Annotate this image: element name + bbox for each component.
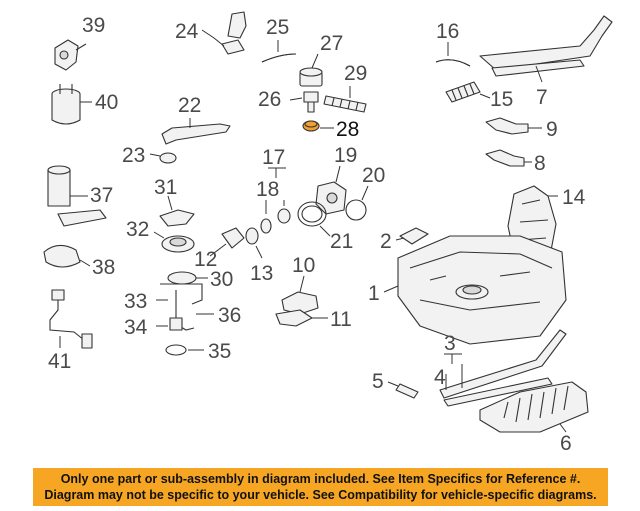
disclaimer-banner: Only one part or sub-assembly in diagram…: [33, 468, 608, 506]
callout-18: 18: [256, 178, 279, 201]
part-20-drawing: [345, 185, 369, 221]
part-37-drawing: [47, 165, 107, 227]
part-39-drawing: [54, 39, 87, 71]
part-17-18-drawing: [260, 167, 291, 234]
callout-39: 39: [82, 14, 105, 37]
part-29-drawing: [323, 86, 367, 113]
part-28-drawing: [302, 120, 334, 132]
callout-26: 26: [258, 88, 281, 111]
callout-4: 4: [434, 366, 446, 389]
callout-15: 15: [490, 88, 513, 111]
part-5-drawing: [387, 381, 419, 399]
part-10-11-drawing: [275, 275, 328, 327]
part-6-drawing: [479, 381, 589, 433]
callout-5: 5: [372, 370, 384, 393]
callout-3: 3: [444, 332, 456, 355]
callout-35: 35: [208, 340, 231, 363]
part-23-drawing: [149, 152, 177, 164]
part-27-drawing: [299, 53, 323, 87]
callout-13: 13: [250, 262, 273, 285]
part-16-drawing: [435, 42, 471, 67]
part-2-drawing: [395, 227, 429, 245]
callout-32: 32: [126, 218, 149, 241]
callout-1: 1: [368, 282, 380, 305]
callout-22: 22: [178, 94, 201, 117]
callout-20: 20: [362, 164, 385, 187]
callout-10: 10: [292, 254, 315, 277]
part-40-drawing: [51, 84, 92, 125]
part-24-drawing: [201, 11, 247, 55]
callout-41: 41: [48, 350, 71, 373]
part-25-drawing: [261, 40, 297, 63]
callout-34: 34: [124, 316, 148, 339]
callout-38: 38: [92, 256, 115, 279]
callout-40: 40: [95, 91, 118, 114]
part-32-drawing: [153, 231, 195, 253]
callout-28: 28: [336, 118, 359, 141]
part-7-drawing: [479, 15, 613, 83]
callout-24: 24: [175, 20, 199, 43]
part-9-drawing: [485, 117, 542, 135]
disclaimer-line-1: Only one part or sub-assembly in diagram…: [60, 472, 581, 486]
callout-7: 7: [536, 86, 548, 109]
part-13-drawing: [245, 227, 263, 259]
part-26-drawing: [289, 91, 319, 113]
part-19-drawing: [315, 165, 347, 215]
callout-11: 11: [330, 308, 352, 331]
callout-2: 2: [380, 230, 392, 253]
callout-27: 27: [320, 32, 343, 55]
callout-31: 31: [154, 176, 177, 199]
part-15-drawing: [445, 81, 491, 103]
callout-33: 33: [124, 290, 147, 313]
callout-29: 29: [344, 62, 367, 85]
callout-12: 12: [194, 248, 217, 271]
part-12-drawing: [209, 227, 245, 257]
callout-19: 19: [334, 144, 357, 167]
callout-17: 17: [262, 146, 285, 169]
part-41-drawing: [49, 289, 93, 349]
callout-8: 8: [534, 152, 546, 175]
callout-37: 37: [90, 184, 113, 207]
fuel-system-exploded-diagram: 39 40 37 38 41 24 22: [43, 11, 613, 455]
callout-21: 21: [330, 230, 353, 253]
part-8-drawing: [485, 149, 532, 167]
callout-14: 14: [562, 186, 586, 209]
part-22-drawing: [161, 118, 231, 145]
callout-16: 16: [436, 20, 459, 43]
callout-9: 9: [546, 118, 558, 141]
callout-30: 30: [210, 268, 233, 291]
part-21-drawing: [297, 201, 331, 237]
callout-25: 25: [266, 16, 289, 39]
disclaimer-line-2: Diagram may not be specific to your vehi…: [44, 488, 597, 502]
part-1-fuel-tank-drawing: [383, 235, 567, 345]
part-3-4-straps-drawing: [439, 329, 567, 407]
callout-6: 6: [560, 432, 572, 455]
pump-bracket-assembly-drawing: [156, 271, 214, 356]
callout-23: 23: [122, 144, 145, 167]
callout-36: 36: [218, 304, 241, 327]
part-31-drawing: [159, 195, 195, 227]
part-38-drawing: [43, 244, 91, 268]
